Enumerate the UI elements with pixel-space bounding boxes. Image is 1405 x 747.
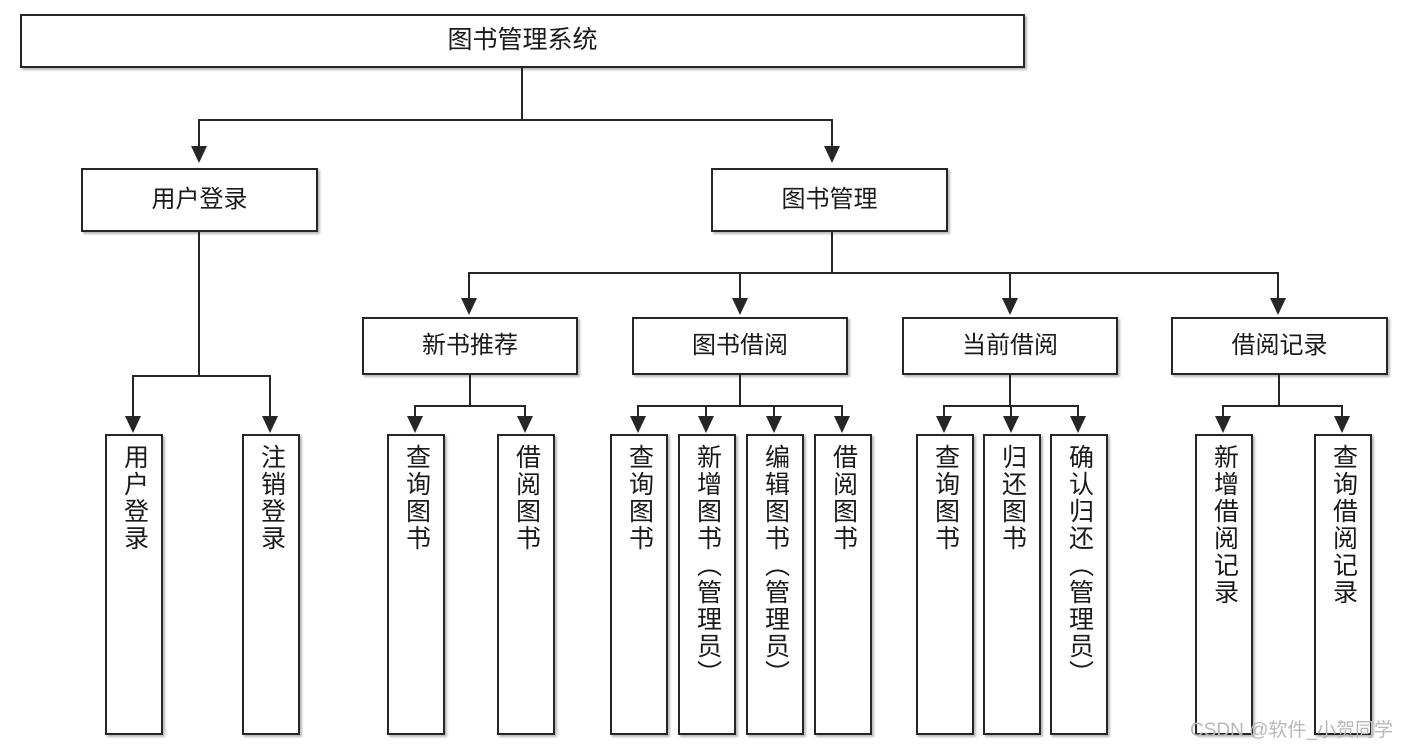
leaf-edit-book-admin[interactable]: 编辑图书（管理员） (746, 434, 804, 735)
connector-drop-leaf-query-book-1 (414, 405, 416, 418)
connector-drop-borrow-record (1277, 272, 1279, 300)
node-new-book-recommend[interactable]: 新书推荐 (362, 317, 578, 375)
arrowhead-user-login (191, 146, 207, 163)
node-label: 查询图书 (625, 444, 654, 552)
node-label: 用户登录 (151, 185, 248, 213)
node-label: 图书借阅 (692, 331, 788, 359)
connector-borrow-record-stem (1278, 375, 1280, 406)
connector-book-borrow-stem (739, 375, 741, 406)
connector-drop-book-management (831, 119, 833, 148)
connector-drop-leaf-query-book-3 (943, 405, 945, 418)
leaf-add-borrow-record[interactable]: 新增借阅记录 (1195, 434, 1253, 735)
connector-new-book-bus (414, 405, 526, 407)
node-label: 图书管理系统 (447, 26, 598, 55)
connector-book-management-bus (468, 272, 1278, 274)
arrowhead-leaf-borrow-book-2 (834, 416, 850, 433)
connector-book-management-stem (831, 232, 833, 273)
arrowhead-leaf-confirm-return (1070, 416, 1086, 433)
connector-drop-leaf-query-book-2 (637, 405, 639, 418)
arrowhead-leaf-borrow-book-1 (517, 416, 533, 433)
connector-drop-leaf-add-record (1222, 405, 1224, 418)
leaf-borrow-book-recommend[interactable]: 借阅图书 (497, 434, 555, 735)
arrowhead-leaf-return-book (1003, 416, 1019, 433)
node-book-management[interactable]: 图书管理 (711, 168, 948, 232)
node-user-login[interactable]: 用户登录 (81, 168, 318, 232)
connector-drop-user-login (198, 119, 200, 148)
connector-drop-book-borrow (739, 272, 741, 300)
connector-book-borrow-bus (637, 405, 843, 407)
arrowhead-new-book (461, 298, 477, 315)
node-current-borrow[interactable]: 当前借阅 (902, 317, 1118, 375)
connector-drop-current-borrow (1009, 272, 1011, 300)
leaf-query-book-recommend[interactable]: 查询图书 (387, 434, 445, 735)
connector-drop-leaf-edit-book (773, 405, 775, 418)
connector-drop-leaf-add-book (705, 405, 707, 418)
arrowhead-leaf-user-login (125, 416, 141, 433)
node-label: 新增借阅记录 (1210, 444, 1239, 606)
node-label: 编辑图书（管理员） (761, 444, 790, 687)
connector-drop-leaf-user-login (132, 375, 134, 418)
leaf-query-book-current[interactable]: 查询图书 (916, 434, 974, 735)
node-label: 查询借阅记录 (1329, 444, 1358, 606)
arrowhead-borrow-record (1270, 298, 1286, 315)
connector-drop-leaf-borrow-book-1 (524, 405, 526, 418)
connector-new-book-stem (469, 375, 471, 406)
arrowhead-book-management (824, 146, 840, 163)
arrowhead-leaf-add-book (698, 416, 714, 433)
arrowhead-leaf-query-book-1 (407, 416, 423, 433)
node-root-book-management-system[interactable]: 图书管理系统 (20, 14, 1025, 68)
node-label: 借阅图书 (512, 444, 541, 552)
connector-drop-leaf-borrow-book-2 (841, 405, 843, 418)
leaf-confirm-return-admin[interactable]: 确认归还（管理员） (1050, 434, 1108, 735)
leaf-return-book[interactable]: 归还图书 (983, 434, 1041, 735)
node-label: 查询图书 (931, 444, 960, 552)
connector-borrow-record-bus (1222, 405, 1342, 407)
arrowhead-leaf-query-book-3 (936, 416, 952, 433)
node-label: 借阅图书 (829, 444, 858, 552)
connector-level2-bus (198, 119, 833, 121)
node-label: 当前借阅 (962, 331, 1058, 359)
node-label: 图书管理 (781, 185, 878, 213)
arrowhead-leaf-logout (262, 416, 278, 433)
leaf-query-borrow-record[interactable]: 查询借阅记录 (1314, 434, 1372, 735)
connector-drop-leaf-return-book (1010, 405, 1012, 418)
leaf-user-login[interactable]: 用户登录 (105, 434, 163, 735)
node-label: 新增图书（管理员） (693, 444, 722, 687)
node-label: 新书推荐 (422, 331, 518, 359)
arrowhead-leaf-add-record (1215, 416, 1231, 433)
node-label: 确认归还（管理员） (1065, 444, 1094, 687)
arrowhead-leaf-edit-book (766, 416, 782, 433)
arrowhead-leaf-query-record (1334, 416, 1350, 433)
connector-drop-leaf-confirm-return (1077, 405, 1079, 418)
arrowhead-current-borrow (1002, 298, 1018, 315)
connector-drop-new-book (468, 272, 470, 300)
arrowhead-book-borrow (732, 298, 748, 315)
connector-drop-leaf-logout (269, 375, 271, 418)
leaf-add-book-admin[interactable]: 新增图书（管理员） (678, 434, 736, 735)
leaf-borrow-book[interactable]: 借阅图书 (814, 434, 872, 735)
node-borrow-record[interactable]: 借阅记录 (1171, 317, 1388, 375)
leaf-logout[interactable]: 注销登录 (242, 434, 300, 735)
connector-current-borrow-stem (1009, 375, 1011, 406)
node-label: 查询图书 (402, 444, 431, 552)
node-label: 借阅记录 (1231, 331, 1328, 359)
connector-user-login-stem (198, 232, 200, 376)
node-label: 归还图书 (998, 444, 1027, 552)
connector-drop-leaf-query-record (1341, 405, 1343, 418)
leaf-query-book-borrow[interactable]: 查询图书 (610, 434, 668, 735)
connector-user-login-bus (132, 375, 269, 377)
node-label: 注销登录 (257, 444, 286, 552)
node-label: 用户登录 (120, 444, 149, 552)
arrowhead-leaf-query-book-2 (630, 416, 646, 433)
connector-root-stem (521, 68, 523, 120)
node-book-borrow[interactable]: 图书借阅 (632, 317, 848, 375)
